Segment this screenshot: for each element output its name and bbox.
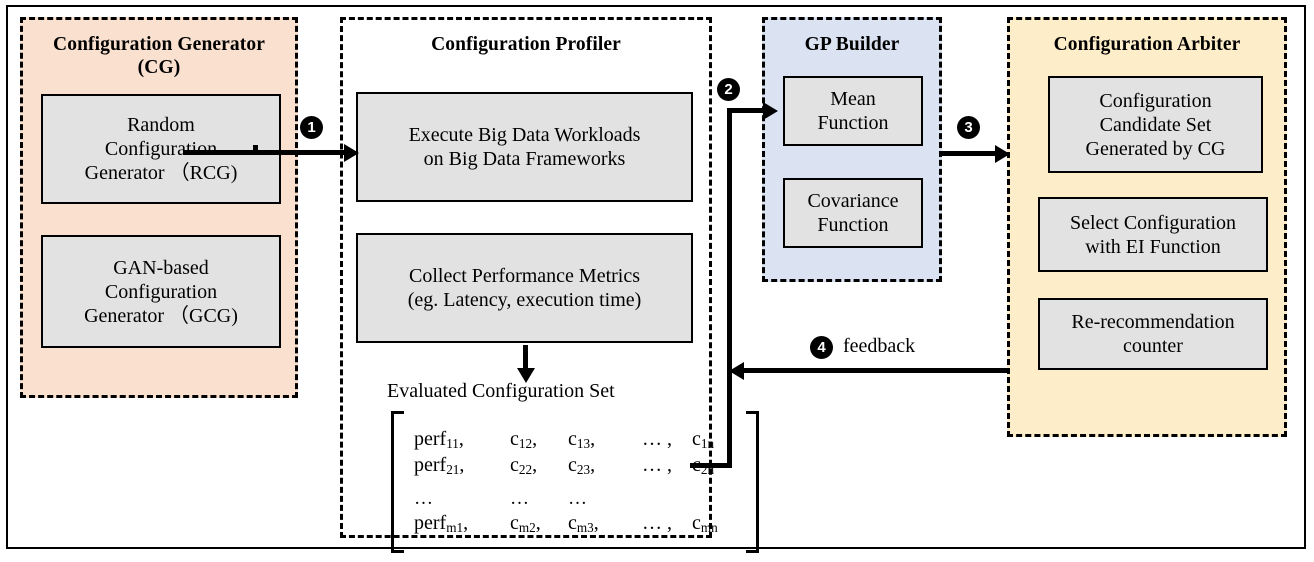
box-line-2: Configuration [104, 280, 218, 303]
panel-title-line1: Configuration Arbiter [1053, 34, 1241, 55]
step-badge-4: 4 [810, 336, 833, 359]
matrix-cell: perf11, [414, 428, 464, 452]
matrix-bracket-right [746, 411, 759, 553]
panel-title-line1: Configuration Profiler [431, 34, 621, 55]
matrix-cell: perf21, [414, 454, 465, 478]
box-line-1: Collect Performance Metrics [408, 265, 641, 287]
arrow-2-segment-to-gp [727, 108, 765, 113]
matrix-cell: c22, [510, 454, 538, 478]
box-line-2: Configuration [104, 138, 218, 160]
box-line-2: on Big Data Frameworks [423, 148, 626, 170]
matrix-rows: perf11, c12, c13, … , c1n perf21, c22, c… [404, 411, 746, 553]
panel-gp-builder: GP Builder Mean Function Covariance Func… [762, 17, 942, 282]
arrow-1-head [344, 143, 359, 162]
matrix-row-ellipsis: … … … [414, 487, 738, 509]
arrow-4-head [729, 361, 744, 380]
arrow-4-line [742, 368, 1007, 373]
evaluated-configuration-matrix: perf11, c12, c13, … , c1n perf21, c22, c… [391, 411, 759, 553]
step-badge-2: 2 [717, 78, 740, 101]
panel-title-configuration-generator: Configuration Generator (CG) [23, 33, 295, 79]
arrow-2-segment-vertical [727, 108, 732, 466]
matrix-bracket-left [391, 411, 404, 553]
matrix-cell: cmn [692, 511, 718, 535]
arrow-collect-to-set-line [523, 345, 528, 370]
box-line-2: Function [817, 112, 889, 134]
matrix-cell: … [414, 487, 433, 509]
panel-title-configuration-arbiter: Configuration Arbiter [1010, 33, 1284, 56]
panel-title-line1: GP Builder [804, 34, 900, 55]
matrix-row: perf21, c22, c23, … , c2n [414, 453, 738, 479]
matrix-row: perfm1, cm2, cm3, … , cmn [414, 511, 738, 537]
matrix-cell: … [568, 487, 587, 509]
box-select-configuration-with-ei[interactable]: Select Configuration with EI Function [1038, 197, 1268, 272]
panel-title-configuration-profiler: Configuration Profiler [343, 33, 709, 56]
box-line-3: Generator （GCG) [84, 304, 238, 327]
box-covariance-function[interactable]: Covariance Function [783, 178, 923, 248]
label-feedback: feedback [843, 335, 916, 357]
matrix-cell: … [510, 487, 529, 509]
box-line-1: Execute Big Data Workloads [408, 124, 641, 146]
panel-title-line1: Configuration Generator [53, 34, 265, 55]
step-badge-3: 3 [957, 116, 980, 139]
matrix-cell: c12, [510, 428, 538, 452]
box-line-1: Covariance [807, 190, 899, 212]
box-line-1: GAN-based [113, 256, 209, 279]
panel-configuration-arbiter: Configuration Arbiter Configuration Cand… [1007, 17, 1287, 437]
box-line-1: Re-recommendation [1071, 311, 1235, 333]
diagram-outer-frame [6, 5, 1306, 549]
panel-title-line2: (CG) [137, 57, 181, 78]
panel-title-gp-builder: GP Builder [765, 33, 939, 56]
arrow-3-line [941, 151, 999, 156]
box-line-2: (eg. Latency, execution time) [407, 289, 642, 311]
box-configuration-candidate-set[interactable]: Configuration Candidate Set Generated by… [1048, 76, 1263, 173]
matrix-cell: … , [642, 511, 672, 534]
box-gan-based-configuration-generator[interactable]: GAN-based Configuration Generator （GCG) [41, 235, 281, 348]
arrow-2-segment-from-matrix [690, 463, 732, 468]
matrix-cell: c23, [568, 454, 596, 478]
box-line-2: Candidate Set [1099, 113, 1212, 136]
arrow-collect-to-set-head [516, 368, 535, 383]
matrix-cell: cm2, [510, 511, 541, 535]
matrix-cell: … , [642, 454, 672, 477]
box-execute-big-data-workloads[interactable]: Execute Big Data Workloads on Big Data F… [356, 92, 693, 202]
box-line-1: Random [127, 114, 195, 136]
box-line-1: Mean [830, 88, 876, 110]
box-line-3: Generated by CG [1085, 137, 1226, 160]
box-line-3: Generator （RCG) [84, 162, 238, 184]
matrix-row: perf11, c12, c13, … , c1n [414, 427, 738, 453]
arrow-3-head [995, 144, 1010, 163]
matrix-cell: c1n [692, 428, 715, 452]
arrow-2-head [763, 101, 778, 120]
arrow-1-line [183, 150, 348, 155]
box-line-2: counter [1123, 335, 1183, 357]
panel-configuration-generator: Configuration Generator (CG) Random Conf… [20, 17, 298, 398]
matrix-cell: cm3, [568, 511, 599, 535]
panel-configuration-profiler: Configuration Profiler Execute Big Data … [340, 17, 759, 553]
matrix-cell: perfm1, [414, 511, 469, 535]
label-evaluated-configuration-set: Evaluated Configuration Set [387, 380, 615, 402]
box-random-configuration-generator[interactable]: Random Configuration Generator （RCG) [41, 94, 281, 204]
box-re-recommendation-counter[interactable]: Re-recommendation counter [1038, 298, 1268, 370]
box-mean-function[interactable]: Mean Function [783, 76, 923, 146]
matrix-cell: … , [642, 428, 672, 451]
box-collect-performance-metrics[interactable]: Collect Performance Metrics (eg. Latency… [356, 233, 693, 343]
box-line-1: Configuration [1099, 89, 1212, 112]
box-line-2: Function [817, 214, 889, 236]
matrix-cell: c13, [568, 428, 596, 452]
step-badge-1: 1 [300, 116, 323, 139]
box-line-2: with EI Function [1085, 235, 1221, 258]
box-line-1: Select Configuration [1069, 211, 1237, 234]
